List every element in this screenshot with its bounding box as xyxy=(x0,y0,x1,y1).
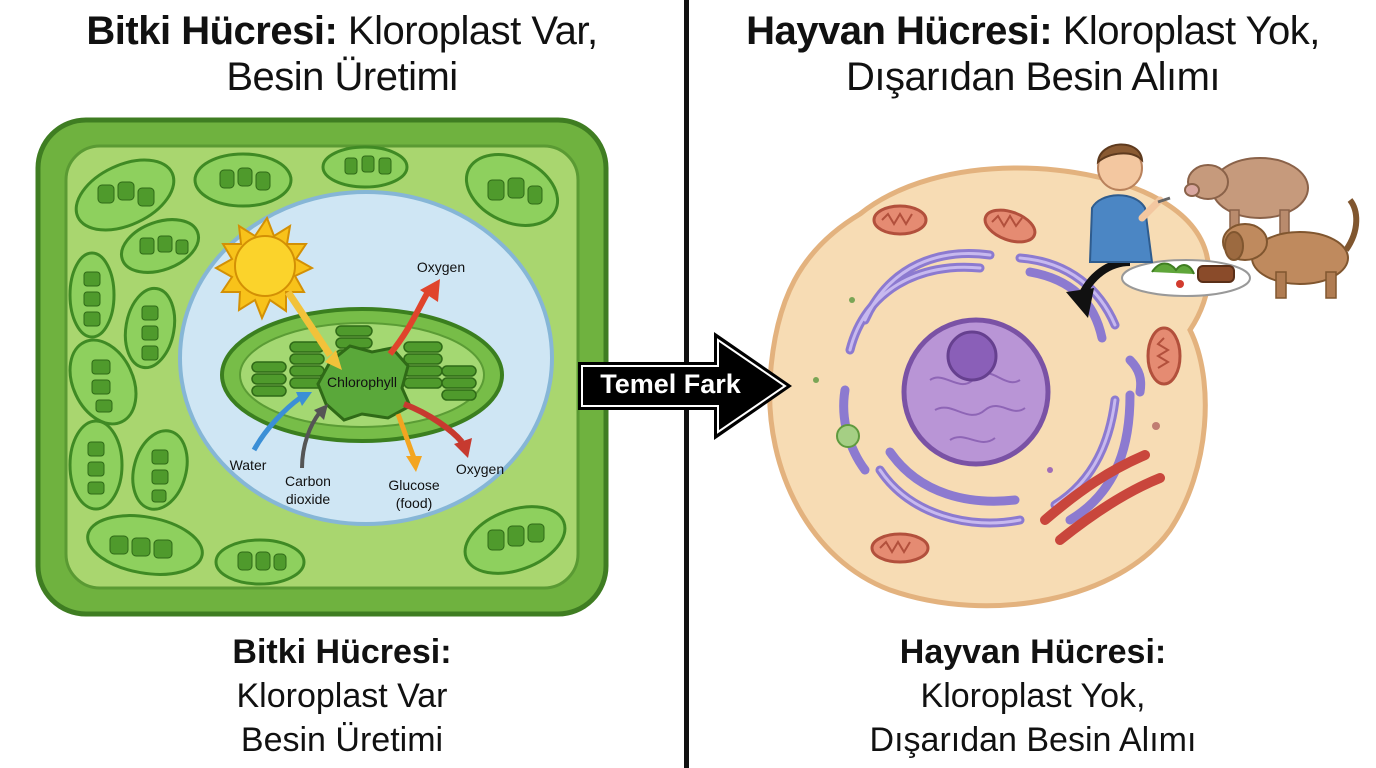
label-water: Water xyxy=(230,457,267,473)
nucleus xyxy=(901,317,1051,467)
plant-cell-title: Bitki Hücresi: Kloroplast Var, Besin Üre… xyxy=(0,8,684,100)
animal-cell-caption: Hayvan Hücresi: Kloroplast Yok, Dışarıda… xyxy=(690,630,1376,762)
animal-cell-diagram xyxy=(767,143,1360,609)
label-glucose-line2: (food) xyxy=(396,495,433,511)
label-carbon-line1: Carbon xyxy=(285,473,331,489)
carbon-dioxide-arrow xyxy=(300,410,322,469)
central-grana xyxy=(251,325,477,401)
carbon-dioxide-arrow-head xyxy=(314,404,328,420)
key-difference-arrow: Temel Fark xyxy=(578,332,792,440)
animal-title-bold: Hayvan Hücresi: xyxy=(746,9,1053,53)
vesicle xyxy=(813,377,819,383)
label-oxygen-right: Oxygen xyxy=(456,461,504,477)
plant-title-line2: Besin Üretimi xyxy=(226,55,458,99)
plant-title-bold: Bitki Hücresi: xyxy=(86,9,338,53)
animal-cell-panel: Hayvan Hücresi: Kloroplast Yok, Dışarıda… xyxy=(690,0,1376,768)
plant-caption-line1: Bitki Hücresi: xyxy=(232,633,452,671)
glucose-arrow xyxy=(395,413,417,459)
food-intake-arrow-head xyxy=(1066,288,1094,318)
arrow-shape xyxy=(578,332,792,440)
mitochondria-cristae xyxy=(879,212,1170,554)
food-plate-icon xyxy=(1121,259,1251,297)
vesicle xyxy=(836,424,860,448)
water-arrow xyxy=(251,395,302,452)
sunlight-arrow xyxy=(285,290,333,357)
plant-caption-line3: Besin Üretimi xyxy=(240,721,444,759)
oxygen-up-arrow xyxy=(387,290,431,356)
label-chlorophyll: Chlorophyll xyxy=(327,374,397,390)
water-arrow-head xyxy=(296,392,312,406)
vesicle xyxy=(1047,467,1053,473)
animal-caption-line1: Hayvan Hücresi: xyxy=(899,633,1167,671)
sunlight-arrow-head xyxy=(325,350,342,370)
animal-cell-title: Hayvan Hücresi: Kloroplast Yok, Dışarıda… xyxy=(690,8,1376,100)
animal-title-rest: Kloroplast Yok, xyxy=(1052,9,1321,53)
animal-title-line2: Dışarıdan Besin Alımı xyxy=(845,55,1221,99)
peripheral-grana xyxy=(83,155,545,571)
plant-cell-panel: Bitki Hücresi: Kloroplast Var, Besin Üre… xyxy=(0,0,684,768)
plant-cell-caption: Bitki Hücresi: Kloroplast Var Besin Üret… xyxy=(0,630,684,762)
sun-icon xyxy=(213,215,315,321)
vesicle xyxy=(1152,422,1160,430)
animal-caption-line2: Kloroplast Yok, xyxy=(920,677,1146,715)
rough-er xyxy=(1040,450,1165,545)
plant-title-rest: Kloroplast Var, xyxy=(337,9,598,53)
oxygen-out-arrow xyxy=(402,401,465,444)
arrow-label: Temel Fark xyxy=(600,369,741,399)
animal-caption-line3: Dışarıdan Besin Alımı xyxy=(869,721,1197,759)
glucose-arrow-head xyxy=(406,456,422,472)
boy-eating-icon xyxy=(1088,143,1171,263)
plant-caption-line2: Kloroplast Var xyxy=(236,677,448,715)
endoplasmic-reticulum-inner xyxy=(848,252,1117,525)
dog-icon xyxy=(1222,198,1360,299)
oxygen-out-arrow-head xyxy=(454,438,472,458)
nucleolus xyxy=(946,330,998,382)
pig-icon xyxy=(1184,157,1309,237)
label-oxygen-top: Oxygen xyxy=(417,259,465,275)
oxygen-up-arrow-head xyxy=(420,279,440,302)
process-arrows xyxy=(251,279,472,472)
label-glucose-line1: Glucose xyxy=(388,477,440,493)
vesicle xyxy=(849,297,855,303)
label-carbon-line2: dioxide xyxy=(286,491,331,507)
plant-cell-diagram: Oxygen Chlorophyll Water Carbon dioxide … xyxy=(35,117,609,617)
